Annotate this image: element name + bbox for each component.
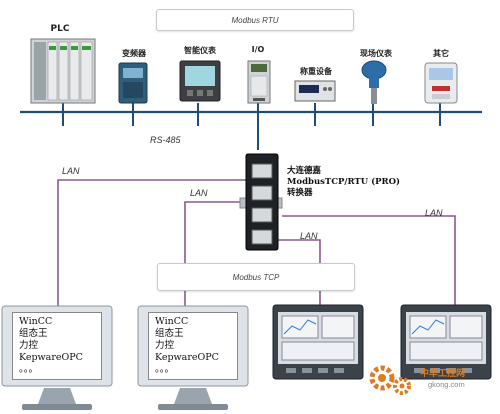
inverter-icon	[118, 62, 148, 104]
hmi-panel-1-icon	[272, 304, 364, 380]
io-module-icon	[247, 60, 271, 104]
watermark-url: gkong.com	[428, 380, 465, 389]
pc2-software-3: 力控	[155, 340, 175, 351]
modbus-rtu-label: Modbus RTU	[231, 15, 279, 25]
lan-label-3: LAN	[425, 208, 443, 218]
device-label-inverter: 变频器	[122, 49, 146, 58]
lan-label-2: LAN	[190, 188, 208, 198]
device-label-weighing: 称重设备	[300, 67, 332, 76]
pc2-software-2: 组态王	[155, 328, 184, 339]
weighing-device-icon	[294, 80, 336, 102]
device-label-smart-meter: 智能仪表	[184, 46, 216, 55]
modbus-tcp-label: Modbus TCP	[232, 272, 280, 282]
pc-screen-2: WinCC 组态王 力控 KepwareOPC 。。。	[148, 312, 238, 380]
pc1-software-3: 力控	[19, 340, 39, 351]
device-label-field-instrument: 现场仪表	[360, 49, 392, 58]
rs485-label: RS-485	[150, 135, 181, 145]
converter-label-line-2: ModbusTCP/RTU (PRO)	[287, 177, 401, 187]
pc1-software-1: WinCC	[19, 316, 53, 327]
lan-line-left	[57, 179, 250, 306]
lan-label-1: LAN	[62, 166, 80, 176]
plc-icon	[30, 38, 96, 104]
converter-label-line-3: 转换器	[287, 188, 313, 198]
modbus-tcp-box: Modbus TCP	[157, 263, 355, 291]
smart-meter-icon	[179, 60, 221, 102]
converter-label-line-1: 大连德嘉	[287, 166, 322, 176]
watermark-text: 中华工控网	[420, 368, 466, 378]
converter-icon	[239, 153, 283, 251]
pc1-software-2: 组态王	[19, 328, 48, 339]
hmi-panel-2-icon	[400, 304, 492, 380]
pc1-software-4: KepwareOPC	[19, 352, 83, 363]
pc2-software-5: 。。。	[155, 364, 175, 375]
device-label-io: I/O	[251, 45, 265, 54]
converter-label: 大连德嘉 ModbusTCP/RTU (PRO) 转换器	[287, 166, 400, 199]
lan-label-4: LAN	[300, 231, 318, 241]
modbus-rtu-box: Modbus RTU	[156, 9, 354, 31]
pc2-software-1: WinCC	[155, 316, 189, 327]
pc2-software-4: KepwareOPC	[155, 352, 219, 363]
pc1-software-5: 。。。	[19, 364, 39, 375]
lan-line-right	[282, 215, 456, 306]
device-label-other: 其它	[433, 49, 449, 58]
pc-screen-1: WinCC 组态王 力控 KepwareOPC 。。。	[12, 312, 102, 380]
gear-logo-icon	[369, 365, 411, 395]
field-instrument-icon	[361, 60, 387, 104]
other-device-icon	[424, 62, 458, 104]
device-label-plc: PLC	[50, 24, 70, 34]
